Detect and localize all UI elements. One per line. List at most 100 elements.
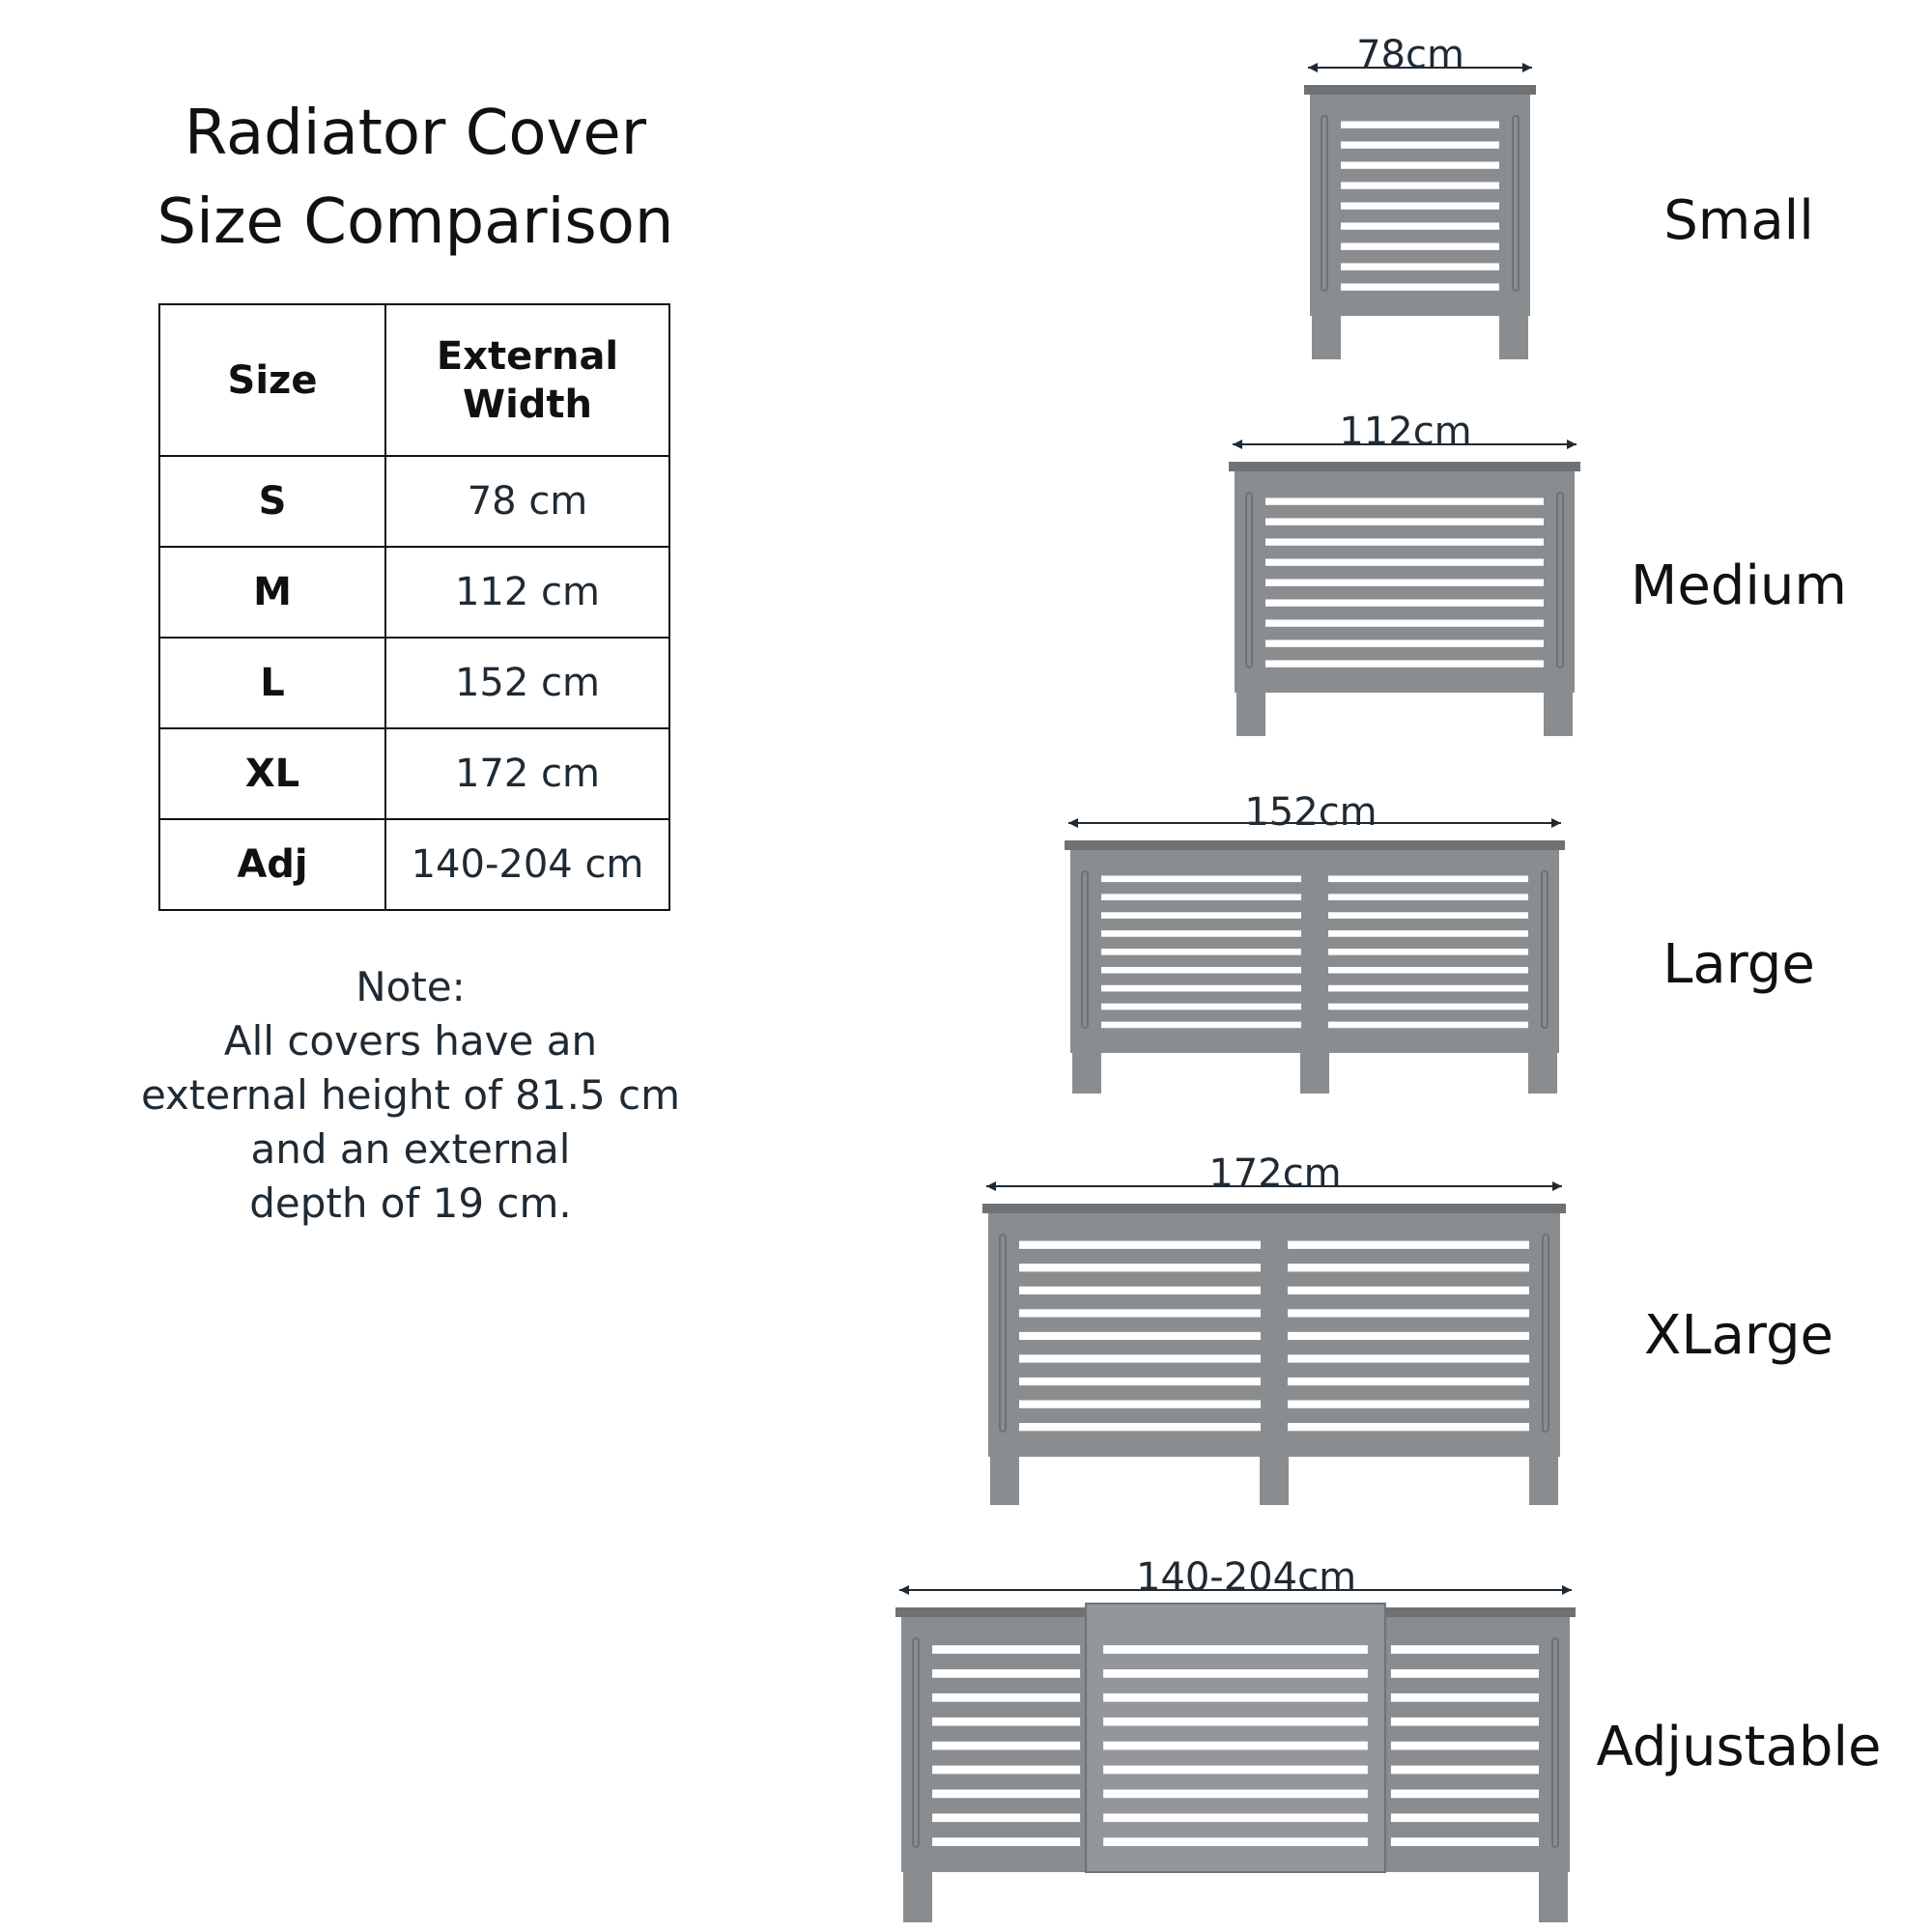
cover-slot (1390, 1669, 1539, 1678)
cover-slot (1101, 966, 1301, 974)
cover-drawing (1065, 818, 1565, 1094)
cover-slot (1019, 1331, 1261, 1341)
cover-small-image (1304, 63, 1536, 359)
cover-slot (1103, 1837, 1368, 1847)
cover-slot (1101, 894, 1301, 900)
cover-slot (1390, 1789, 1539, 1799)
cover-size-name: XLarge (1644, 1304, 1833, 1367)
cover-leg (1499, 316, 1528, 359)
cover-slot (1328, 894, 1528, 900)
cover-groove (912, 1637, 920, 1848)
cover-slot (932, 1669, 1081, 1678)
cover-slot (1390, 1765, 1539, 1775)
cover-slot (1328, 984, 1528, 992)
cover-groove (1541, 870, 1548, 1029)
cover-slot (1341, 141, 1499, 149)
cover-drawing (1229, 440, 1580, 736)
arrow-right-icon (1562, 1585, 1572, 1595)
size-cell: M (158, 546, 386, 639)
cover-slot (1288, 1309, 1529, 1318)
cover-slot (1288, 1264, 1529, 1272)
cover-slot (1341, 121, 1499, 128)
cover-slot (1101, 912, 1301, 919)
cover-slot (1341, 202, 1499, 210)
cover-slot (1265, 558, 1544, 566)
cover-slot (1019, 1423, 1261, 1432)
cover-slot (1019, 1240, 1261, 1249)
cover-slot (1101, 930, 1301, 937)
cover-slot (1019, 1354, 1261, 1363)
cover-groove (1245, 492, 1253, 668)
arrow-left-icon (1068, 818, 1078, 828)
cover-slot (1328, 1021, 1528, 1029)
cover-large-image (1065, 818, 1565, 1094)
table-row: XL 172 cm (158, 727, 670, 820)
cover-slot (1265, 619, 1544, 627)
cover-width-label: 172cm (1208, 1151, 1342, 1196)
table-row: M 112 cm (158, 546, 670, 639)
cover-slot (1265, 579, 1544, 586)
cover-slot (932, 1813, 1081, 1823)
cover-slot (1101, 949, 1301, 955)
cover-leg (903, 1872, 932, 1922)
cover-top (982, 1204, 1566, 1213)
cover-groove (1321, 115, 1328, 292)
cover-slot (932, 1741, 1081, 1750)
arrow-left-icon (899, 1585, 909, 1595)
cover-slot (1288, 1354, 1529, 1363)
cover-slot (1101, 1021, 1301, 1029)
cover-slot (1390, 1692, 1539, 1702)
cover-drawing (1304, 63, 1536, 359)
cover-slot (1288, 1331, 1529, 1341)
cover-slot (1101, 1003, 1301, 1010)
cover-groove (1542, 1234, 1549, 1433)
cover-slot (1288, 1377, 1529, 1386)
cover-slot (1390, 1717, 1539, 1726)
cover-leg (1544, 693, 1573, 736)
cover-groove (1556, 492, 1564, 668)
cover-slot (1341, 161, 1499, 169)
width-cell: 140-204 cm (384, 818, 670, 911)
cover-width-label: 78cm (1356, 33, 1464, 77)
cover-leg (1529, 1457, 1558, 1505)
cover-slot (1019, 1264, 1261, 1272)
header-size: Size (158, 303, 386, 457)
cover-leg (1236, 693, 1265, 736)
cover-slot (1328, 912, 1528, 919)
cover-top (1304, 85, 1536, 95)
cover-groove (1512, 115, 1520, 292)
cover-drawing (982, 1181, 1566, 1505)
table-row: S 78 cm (158, 455, 670, 548)
cover-size-name: Small (1663, 189, 1814, 252)
cover-leg (1260, 1457, 1289, 1505)
cover-size-name: Large (1662, 933, 1815, 996)
cover-slot (932, 1765, 1081, 1775)
cover-width-label: 152cm (1244, 790, 1378, 835)
arrow-left-icon (1308, 63, 1318, 72)
cover-slot (932, 1692, 1081, 1702)
cover-slot (1390, 1741, 1539, 1750)
arrow-right-icon (1552, 1181, 1562, 1191)
cover-slot (1288, 1286, 1529, 1294)
size-cell: S (158, 455, 386, 548)
size-cell: L (158, 637, 386, 729)
cover-slot (1288, 1423, 1529, 1432)
cover-top (1229, 462, 1580, 471)
cover-slot (1019, 1309, 1261, 1318)
cover-medium-image (1229, 440, 1580, 736)
cover-slot (1288, 1400, 1529, 1408)
cover-leg (1072, 1053, 1101, 1094)
cover-leg (990, 1457, 1019, 1505)
arrow-right-icon (1522, 63, 1532, 72)
cover-slot (1390, 1813, 1539, 1823)
cover-slot (1103, 1813, 1368, 1823)
cover-slot (1341, 242, 1499, 250)
cover-adjustable-image (895, 1585, 1576, 1922)
cover-slot (932, 1717, 1081, 1726)
arrow-right-icon (1551, 818, 1561, 828)
width-cell: 78 cm (384, 455, 670, 548)
size-table: Size External Width S 78 cm M 112 cm L 1… (158, 303, 670, 911)
cover-slot (1265, 639, 1544, 647)
header-external-width: External Width (384, 303, 670, 457)
cover-slot (1103, 1765, 1368, 1775)
